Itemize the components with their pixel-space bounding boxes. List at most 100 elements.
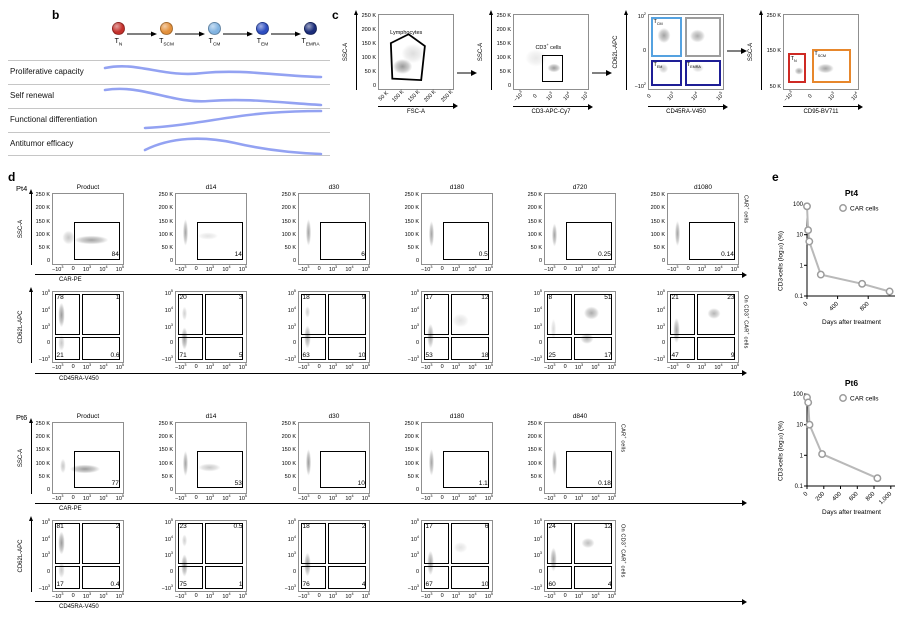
x-tick-label: 104 (222, 265, 231, 273)
x-tick-label: −103 (421, 493, 433, 502)
gradient-waves (103, 64, 323, 156)
x-tick-label: 400 (832, 491, 844, 503)
quadrant-percentage: 10 (358, 352, 366, 360)
panel-c-label: c (332, 8, 339, 22)
x-tick-label: 0 (803, 301, 810, 308)
plot-area: 14 (175, 193, 247, 265)
row-side-label: On CD3+ CAR+ cells (619, 523, 628, 578)
quadrant-percentage: 17 (425, 522, 433, 530)
quadrant-percentage: 23 (727, 294, 735, 302)
x-tick-label: −103 (298, 363, 310, 372)
y-tick-label: 200 K (361, 27, 376, 34)
gate-percentage: 84 (111, 250, 119, 258)
x-axis-label: Days after treatment (822, 319, 881, 326)
quadrant-percentage: 9 (730, 352, 735, 360)
quadrant-percentage: 67 (425, 580, 433, 588)
y-tick-label: −103 (530, 583, 542, 592)
car-gate (197, 450, 243, 489)
density-blob (705, 305, 724, 322)
x-tick-label: 104 (714, 363, 723, 372)
density-blob (180, 323, 189, 354)
y-tick-label: 0 (642, 48, 646, 55)
gate-label: TN (790, 55, 797, 63)
density-blob (672, 313, 681, 349)
x-axis-label: CAR-PE (59, 505, 82, 512)
density-blob (194, 461, 225, 474)
y-tick-label: 0 (538, 340, 542, 347)
quadrant-gate (204, 565, 244, 589)
y-tick-label: 0 (169, 487, 173, 494)
panel-b-label: b (52, 8, 60, 22)
quadrant-gate (301, 294, 326, 336)
quadrant-gate (450, 565, 490, 589)
x-tick-label: −103 (298, 591, 310, 600)
quadrant-percentage: 5 (238, 352, 243, 360)
y-tick-label: 100 K (158, 231, 173, 238)
x-axis: CD45RA-V450 (648, 103, 728, 115)
quadrant-percentage: 71 (179, 352, 187, 360)
timepoint-title: d180 (449, 412, 465, 420)
x-tick-label: −103 (421, 265, 433, 273)
quadrant-gate (81, 565, 121, 589)
y-axis: SSC-A (748, 10, 765, 90)
timepoint-title: d30 (328, 184, 340, 191)
y-tick-label: 0 (415, 568, 419, 575)
x-tick-label: 105 (607, 591, 616, 600)
timepoint-title: Product (76, 184, 100, 191)
plot-area: 53 (175, 421, 247, 494)
x-tick-label: 104 (468, 265, 477, 273)
chart-title: Pt4 (844, 188, 859, 198)
quadrant-gate (327, 294, 367, 336)
density-blob (657, 61, 671, 75)
car-gate (74, 222, 120, 260)
y-tick-label: 104 (164, 534, 173, 543)
x-tick-label: 0 (71, 494, 75, 501)
quadrant-percentage: 4 (361, 580, 366, 588)
quadrant-gate (424, 523, 449, 564)
x-tick-label: 103 (205, 265, 215, 273)
y-tick-label: 200 K (158, 205, 173, 212)
y-tick-label: 50 K (407, 245, 419, 252)
tcell-subset-label: TCM (208, 38, 221, 48)
y-tick-label: 50 K (284, 473, 296, 480)
timepoint-title: d14 (205, 184, 217, 191)
y-tick-label: 50 K (769, 83, 781, 90)
y-axis-label: SSC-A (18, 219, 24, 239)
x-axis-arrow-icon (648, 103, 728, 110)
x-tick-label: 103 (574, 493, 584, 502)
x-tick-label: 104 (345, 493, 354, 502)
plot-area: 77 (52, 421, 124, 494)
y-tick-label: 100 K (361, 55, 376, 62)
gating-arrow-icon (727, 42, 747, 60)
y-tick-label: 150 K (35, 218, 50, 225)
x-axis-label: CD45RA-V450 (59, 604, 99, 611)
x-tick-label: 103 (328, 265, 338, 273)
y-tick-label: 105 (410, 517, 419, 526)
y-tick-label: 150 K (650, 218, 665, 225)
quadrant-gate (55, 565, 80, 589)
x-axis-arrow-icon (378, 103, 458, 109)
y-axis: SSC-A (18, 189, 35, 265)
